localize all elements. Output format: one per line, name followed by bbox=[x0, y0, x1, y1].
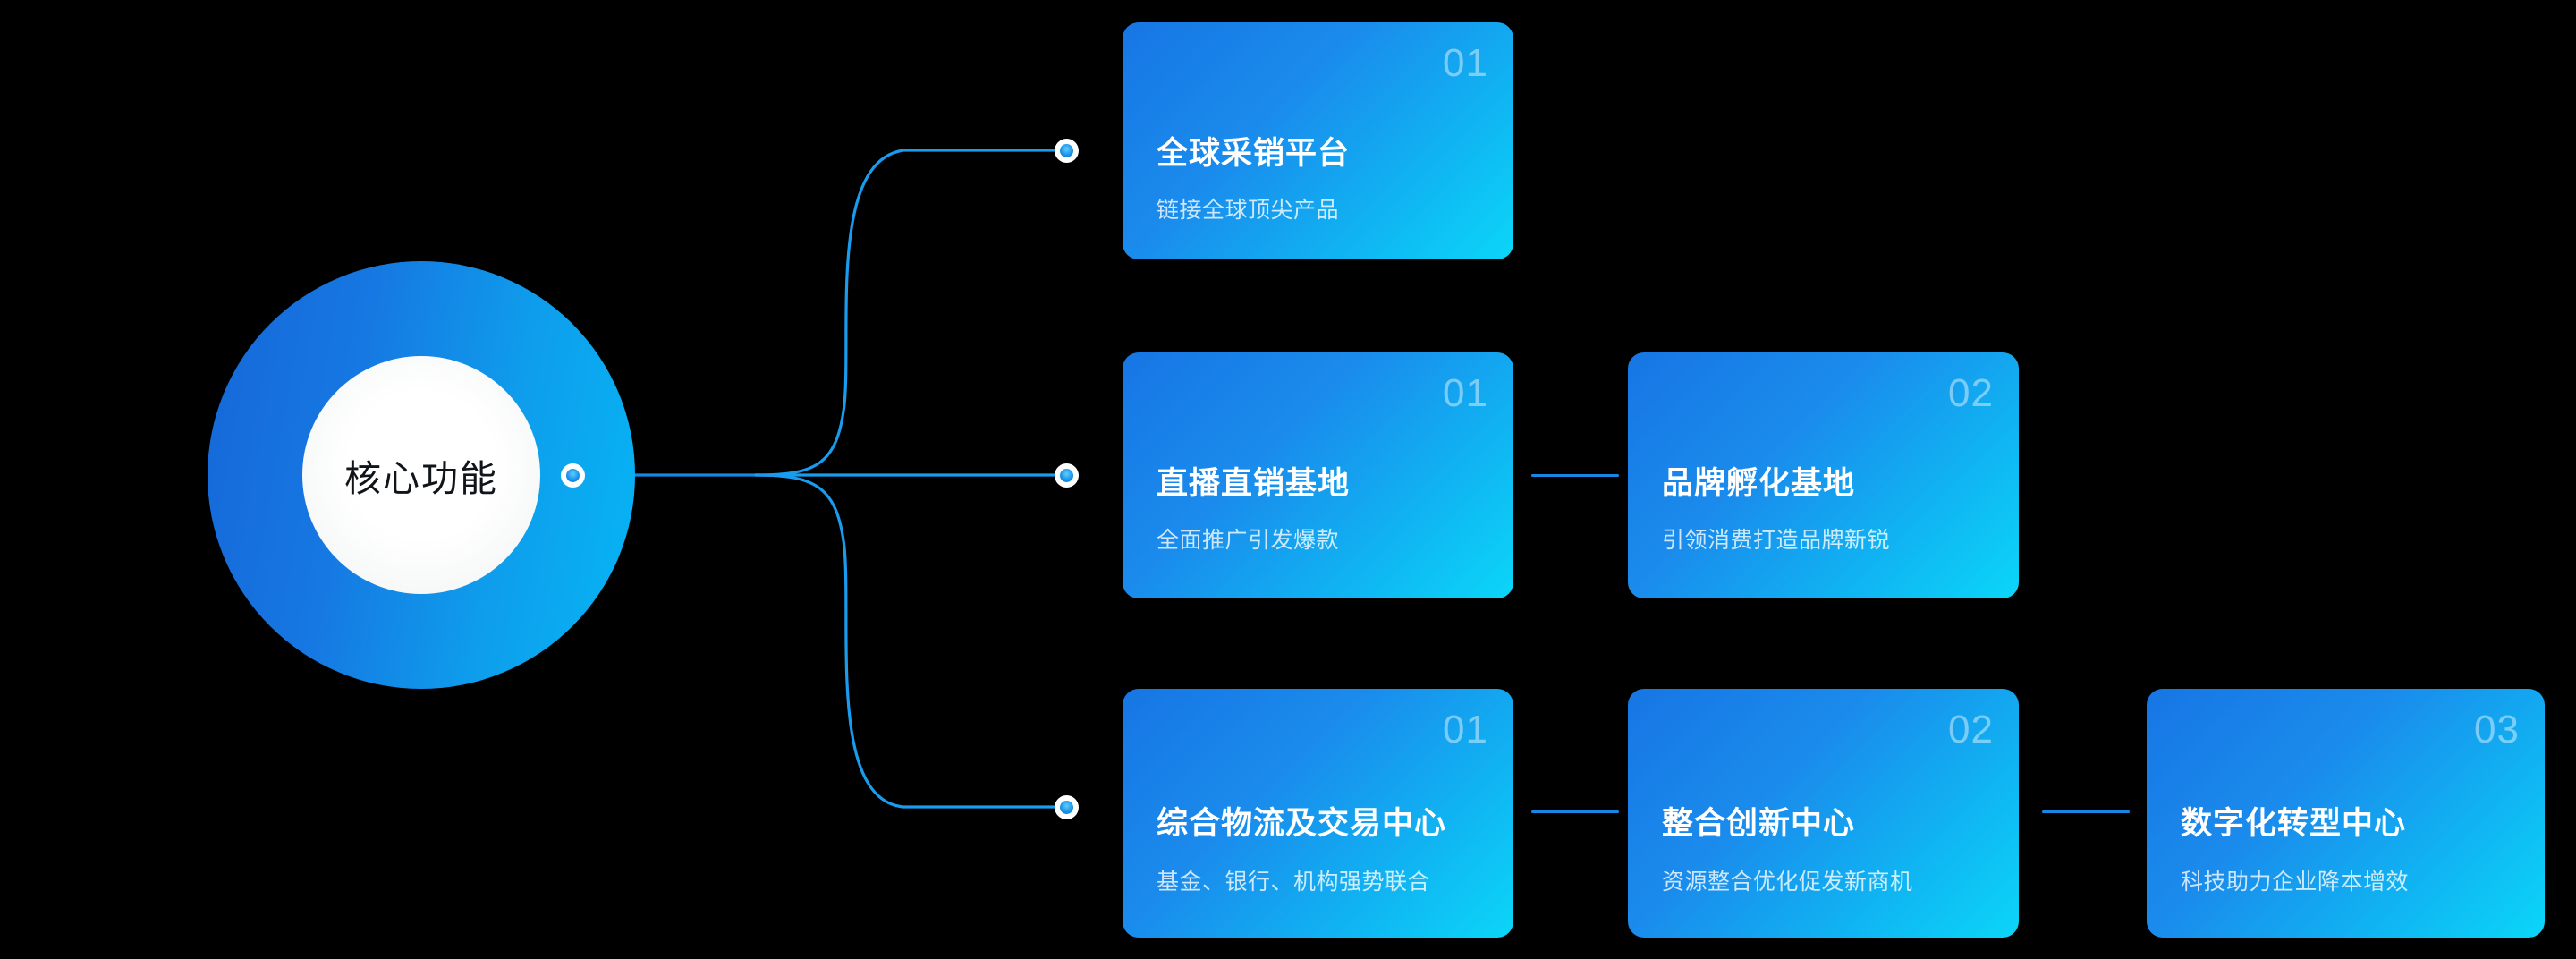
card-branch2-2[interactable]: 02 品牌孵化基地 引领消费打造品牌新锐 bbox=[1628, 352, 2019, 598]
branch-3-node-dot[interactable] bbox=[1054, 794, 1079, 819]
card-title: 综合物流及交易中心 bbox=[1157, 806, 1447, 841]
connector-branch-3 bbox=[754, 473, 1060, 809]
card-index: 01 bbox=[1443, 371, 1488, 415]
card-branch3-2[interactable]: 02 整合创新中心 资源整合优化促发新商机 bbox=[1628, 689, 2019, 938]
card-subtitle: 全面推广引发爆款 bbox=[1157, 528, 1340, 553]
card-title: 全球采销平台 bbox=[1157, 136, 1351, 171]
hub-inner-circle: 核心功能 bbox=[302, 356, 540, 594]
card-subtitle: 基金、银行、机构强势联合 bbox=[1157, 870, 1431, 895]
card-title: 整合创新中心 bbox=[1662, 806, 1856, 841]
card-index: 01 bbox=[1443, 41, 1488, 85]
card-index: 01 bbox=[1443, 708, 1488, 751]
connector-branch-1 bbox=[754, 149, 1060, 477]
card-title: 品牌孵化基地 bbox=[1662, 466, 1856, 501]
hub-label: 核心功能 bbox=[344, 458, 498, 499]
card-branch1-1[interactable]: 01 全球采销平台 链接全球顶尖产品 bbox=[1123, 22, 1513, 259]
hub-anchor-dot[interactable] bbox=[560, 463, 585, 488]
link-branch3-1-to-2 bbox=[1531, 810, 1619, 813]
link-branch3-2-to-3 bbox=[2042, 810, 2130, 813]
card-index: 02 bbox=[1948, 371, 1994, 415]
card-subtitle: 资源整合优化促发新商机 bbox=[1662, 870, 1913, 895]
card-branch3-1[interactable]: 01 综合物流及交易中心 基金、银行、机构强势联合 bbox=[1123, 689, 1513, 938]
card-subtitle: 科技助力企业降本增效 bbox=[2181, 870, 2410, 895]
card-subtitle: 链接全球顶尖产品 bbox=[1157, 198, 1340, 223]
card-title: 直播直销基地 bbox=[1157, 466, 1351, 501]
card-subtitle: 引领消费打造品牌新锐 bbox=[1662, 528, 1891, 553]
branch-2-node-dot[interactable] bbox=[1054, 463, 1079, 488]
card-branch3-3[interactable]: 03 数字化转型中心 科技助力企业降本增效 bbox=[2147, 689, 2545, 938]
link-branch2-1-to-2 bbox=[1531, 474, 1619, 477]
branch-1-node-dot[interactable] bbox=[1054, 138, 1079, 163]
card-index: 02 bbox=[1948, 708, 1994, 751]
card-title: 数字化转型中心 bbox=[2181, 806, 2407, 841]
card-branch2-1[interactable]: 01 直播直销基地 全面推广引发爆款 bbox=[1123, 352, 1513, 598]
card-index: 03 bbox=[2474, 708, 2520, 751]
